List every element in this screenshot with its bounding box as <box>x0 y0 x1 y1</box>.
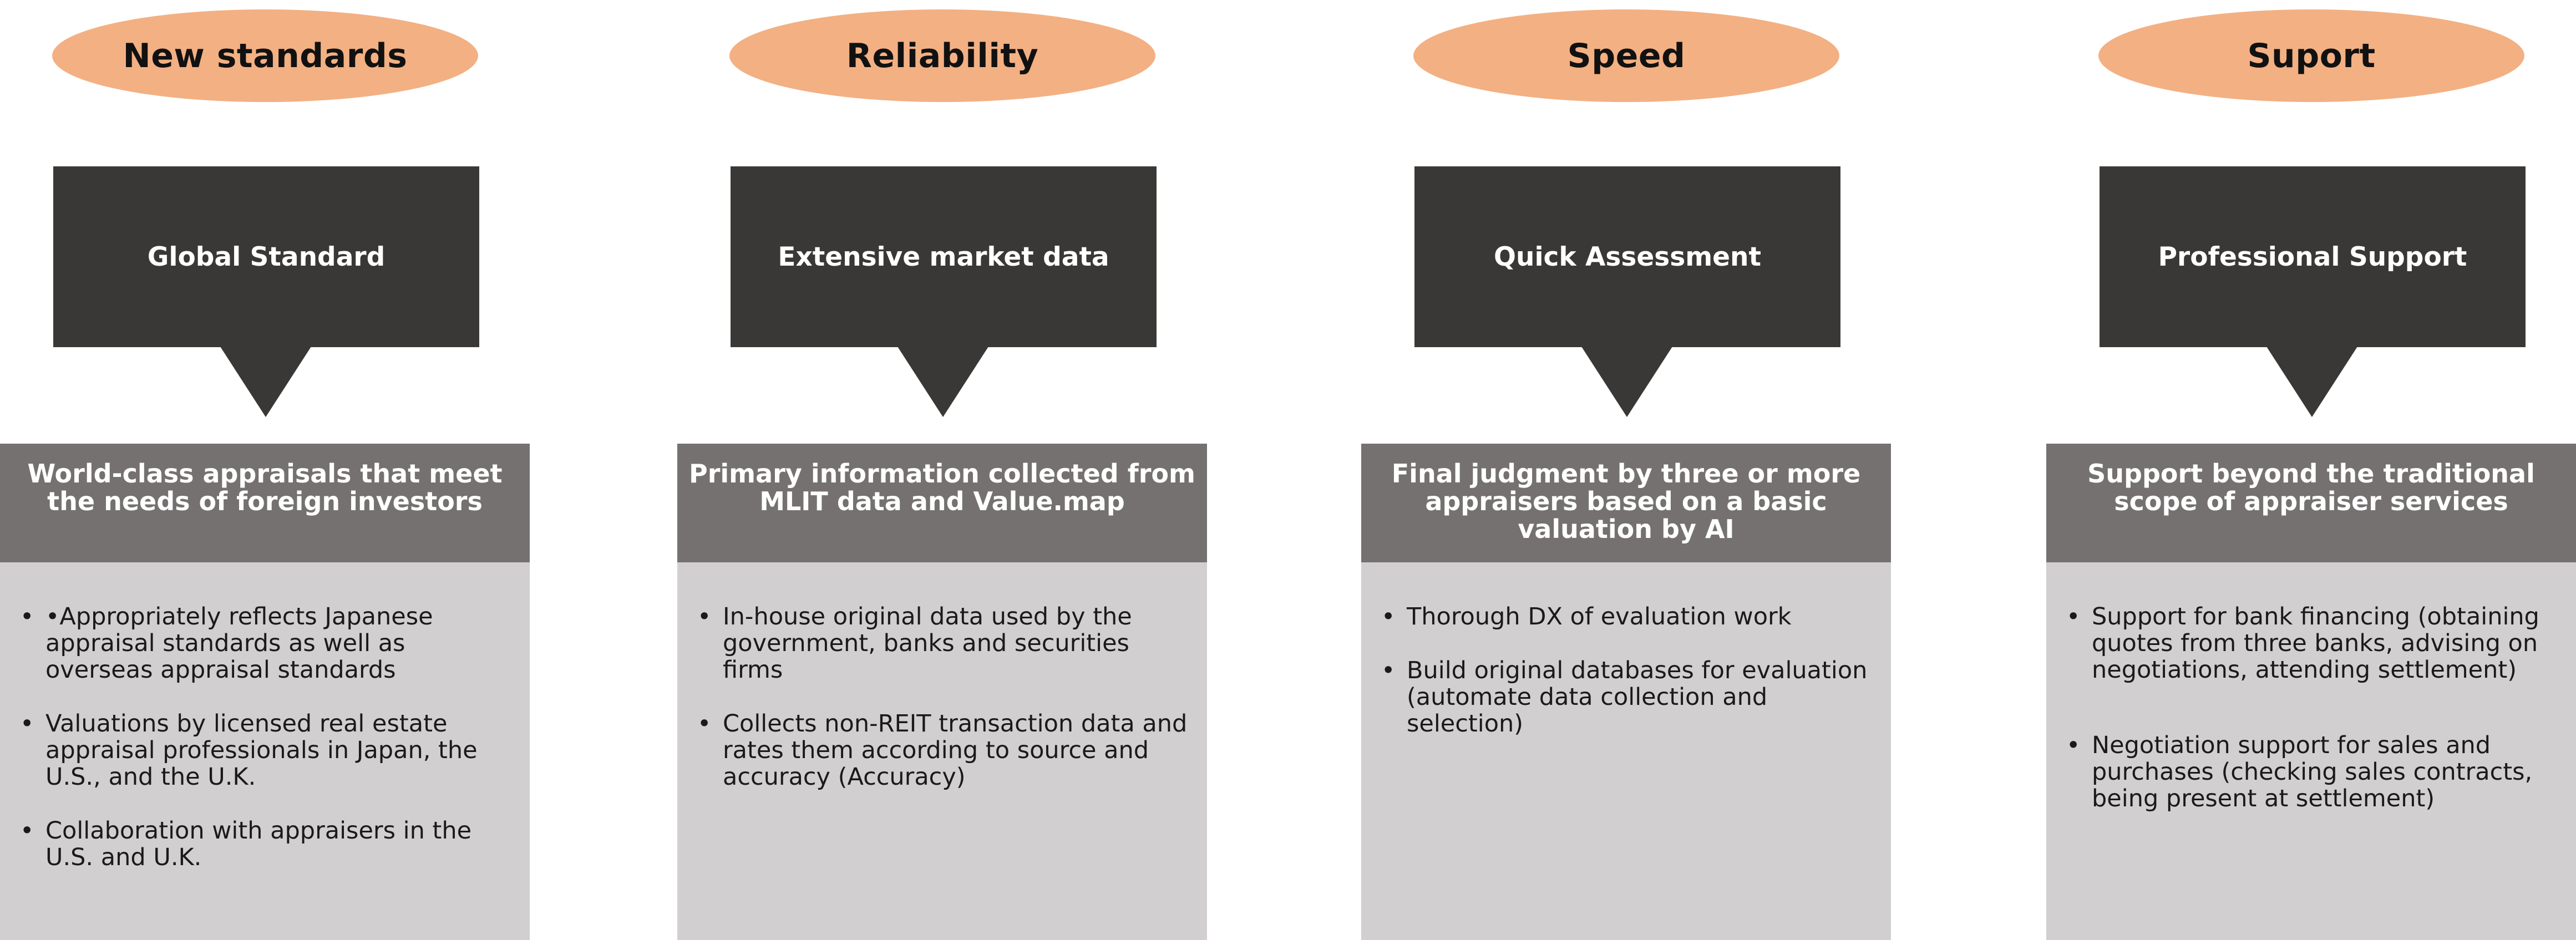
feature-callout: Extensive market data <box>731 166 1157 347</box>
list-item-text: Build original databases for evaluation … <box>1407 657 1868 738</box>
list-item-text: Support for bank financing (obtaining qu… <box>2092 603 2539 684</box>
feature-callout: Professional Support <box>2100 166 2526 347</box>
bullet-marker: • <box>1381 603 1396 631</box>
list-item: • Negotiation support for sales and purch… <box>2064 732 2562 812</box>
column-header: World-class appraisals that meet the nee… <box>0 444 530 562</box>
list-item-text: Thorough DX of evaluation work <box>1407 603 1792 631</box>
column-body: • In-house original data used by the gove… <box>677 562 1207 940</box>
list-item-text: Negotiation support for sales and purcha… <box>2092 731 2533 812</box>
list-item: • Support for bank financing (obtaining q… <box>2064 603 2562 683</box>
list-item-text: Collects non-REIT transaction data and r… <box>723 710 1188 791</box>
list-item: • Valuations by licensed real estate appr… <box>18 710 515 790</box>
category-oval: Speed <box>1413 9 1839 102</box>
column-body: • •Appropriately reflects Japanese apprai… <box>0 562 530 940</box>
callout-pointer <box>1581 347 1672 417</box>
callout-pointer <box>220 347 311 417</box>
list-item: • •Appropriately reflects Japanese apprai… <box>18 603 515 683</box>
column-header: Primary information collected from MLIT … <box>677 444 1207 562</box>
category-oval: Suport <box>2098 9 2524 102</box>
list-item: • Thorough DX of evaluation work <box>1379 603 1877 630</box>
category-oval: Reliability <box>729 9 1155 102</box>
list-item-text: •Appropriately reflects Japanese apprais… <box>45 603 433 684</box>
list-item-text: In-house original data used by the gover… <box>723 603 1132 684</box>
category-oval: New standards <box>52 9 478 102</box>
bullet-marker: • <box>20 603 34 631</box>
bullet-marker: • <box>697 603 712 631</box>
bullet-list: • In-house original data used by the gove… <box>695 603 1193 790</box>
bullet-list: • Support for bank financing (obtaining q… <box>2064 603 2562 812</box>
bullet-marker: • <box>1381 657 1396 684</box>
callout-pointer <box>897 347 988 417</box>
list-item: • Collects non-REIT transaction data and … <box>695 710 1193 790</box>
bullet-marker: • <box>2066 731 2081 759</box>
bullet-marker: • <box>697 710 712 738</box>
column-header: Final judgment by three or more appraise… <box>1361 444 1891 562</box>
list-item-text: Valuations by licensed real estate appra… <box>45 710 478 791</box>
list-item: • Collaboration with appraisers in the U.… <box>18 817 515 871</box>
bullet-marker: • <box>2066 603 2081 631</box>
list-item-text: Collaboration with appraisers in the U.S… <box>45 817 472 871</box>
column-body: • Support for bank financing (obtaining q… <box>2046 562 2576 940</box>
list-item: • Build original databases for evaluation… <box>1379 657 1877 737</box>
list-item: • In-house original data used by the gove… <box>695 603 1193 683</box>
column-header: Support beyond the traditional scope of … <box>2046 444 2576 562</box>
bullet-list: • •Appropriately reflects Japanese apprai… <box>18 603 515 871</box>
column-body: • Thorough DX of evaluation work • Build o… <box>1361 562 1891 940</box>
feature-callout: Quick Assessment <box>1414 166 1840 347</box>
bullet-list: • Thorough DX of evaluation work • Build o… <box>1379 603 1877 737</box>
feature-callout: Global Standard <box>53 166 479 347</box>
callout-pointer <box>2266 347 2357 417</box>
bullet-marker: • <box>20 817 34 845</box>
bullet-marker: • <box>20 710 34 738</box>
